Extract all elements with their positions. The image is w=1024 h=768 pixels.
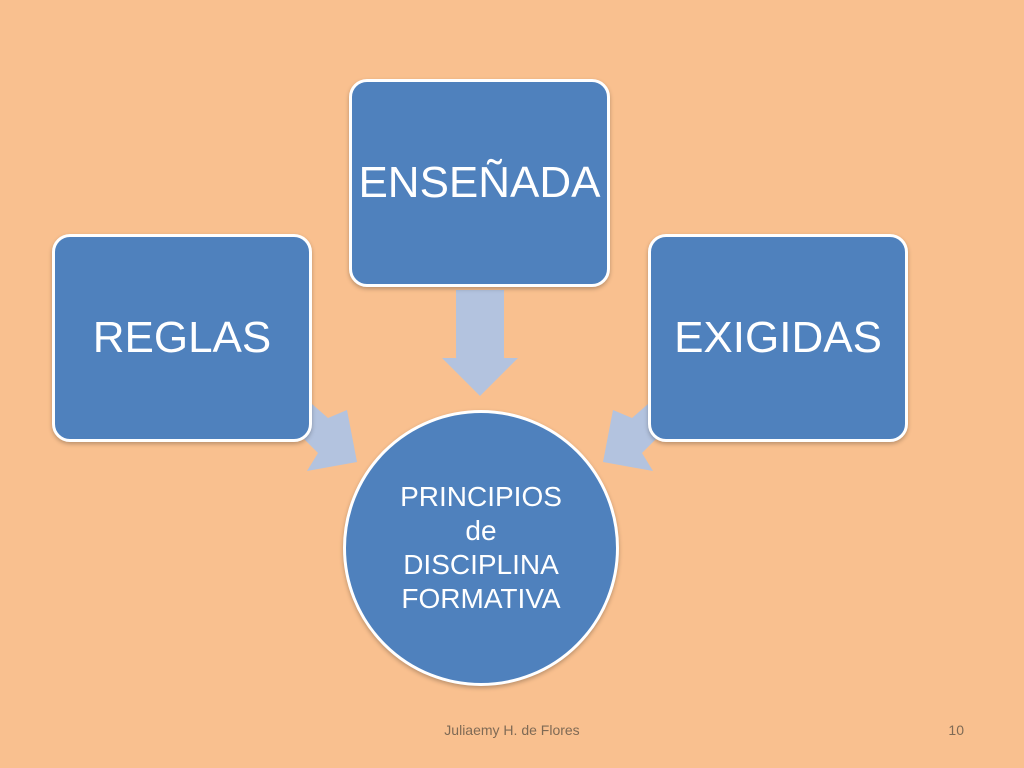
page-number: 10 — [948, 722, 964, 738]
node-reglas-label: REGLAS — [92, 313, 272, 362]
node-ensenada: ENSEÑADA — [349, 79, 610, 287]
arrow-down — [442, 290, 518, 396]
arrow-right-diagonal — [603, 404, 658, 471]
center-line-2: de — [465, 515, 497, 546]
center-node: PRINCIPIOS de DISCIPLINA FORMATIVA — [343, 410, 619, 686]
node-reglas: REGLAS — [52, 234, 312, 442]
center-line-1: PRINCIPIOS — [400, 481, 562, 512]
arrow-left-diagonal — [302, 404, 357, 471]
footer-author: Juliaemy H. de Flores — [444, 722, 580, 738]
center-line-3: DISCIPLINA — [403, 549, 559, 580]
center-line-4: FORMATIVA — [401, 583, 561, 614]
node-ensenada-label: ENSEÑADA — [358, 158, 601, 207]
node-exigidas: EXIGIDAS — [648, 234, 908, 442]
node-exigidas-label: EXIGIDAS — [674, 313, 882, 362]
